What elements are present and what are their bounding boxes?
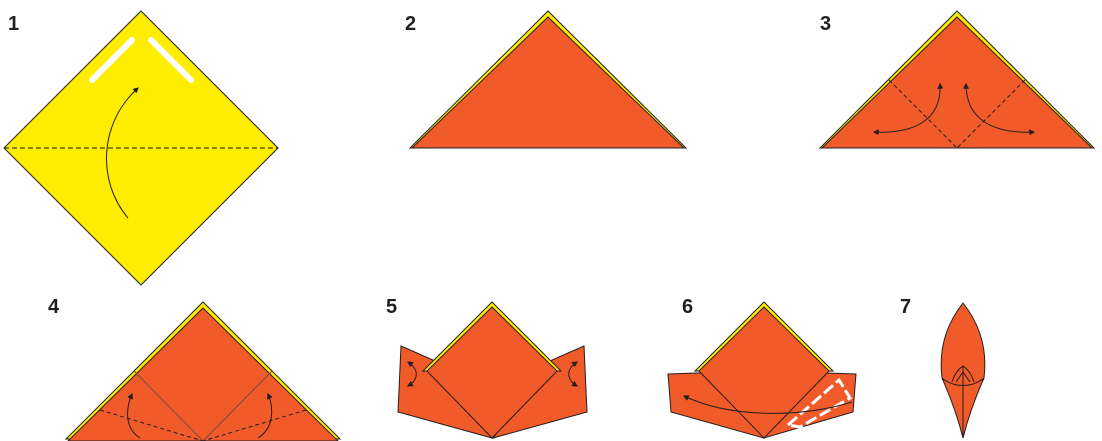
step-4-orange-shape <box>67 307 339 441</box>
step-2-orange-triangle <box>410 16 686 149</box>
step-5-center-diamond <box>426 306 558 439</box>
step-5-arrow-left <box>406 361 417 387</box>
step-1: 1 <box>3 10 279 286</box>
step-7: 7 <box>900 296 986 439</box>
step-1-number: 1 <box>8 13 19 35</box>
step-4-fold-line-left <box>99 409 204 441</box>
step-6: 6 <box>667 296 857 439</box>
step-5-arrow-right <box>568 361 579 387</box>
step-2-number: 2 <box>405 13 416 35</box>
step-3-orange-triangle <box>820 16 1094 149</box>
step-3-arrow-left <box>872 82 944 136</box>
step-4-crease-left <box>133 370 204 441</box>
step-6-center-diamond <box>698 306 830 439</box>
step-4: 4 <box>48 296 342 441</box>
step-5-number: 5 <box>386 296 397 318</box>
step-1-white-highlight-right <box>148 37 194 83</box>
step-5-right-flap <box>491 345 588 439</box>
step-6-tuck-arrow <box>682 395 853 414</box>
step-3-number: 3 <box>820 13 831 35</box>
step-4-fold-line-right <box>202 409 307 441</box>
step-5: 5 <box>386 296 588 439</box>
step-6-white-highlight <box>784 377 853 429</box>
step-1-white-highlight-left <box>89 37 135 83</box>
step-4-arrow-left <box>127 392 141 439</box>
step-3-arrow-right <box>963 82 1036 136</box>
step-1-fold-up-arrow <box>106 87 139 219</box>
step-2: 2 <box>405 10 688 149</box>
step-3: 3 <box>818 10 1096 149</box>
step-4-number: 4 <box>48 296 60 318</box>
step-7-inner-petals <box>951 365 975 438</box>
step-7-number: 7 <box>900 296 911 318</box>
step-4-arrow-right <box>257 392 273 439</box>
step-4-crease-right <box>202 370 273 441</box>
step-6-number: 6 <box>682 296 693 318</box>
